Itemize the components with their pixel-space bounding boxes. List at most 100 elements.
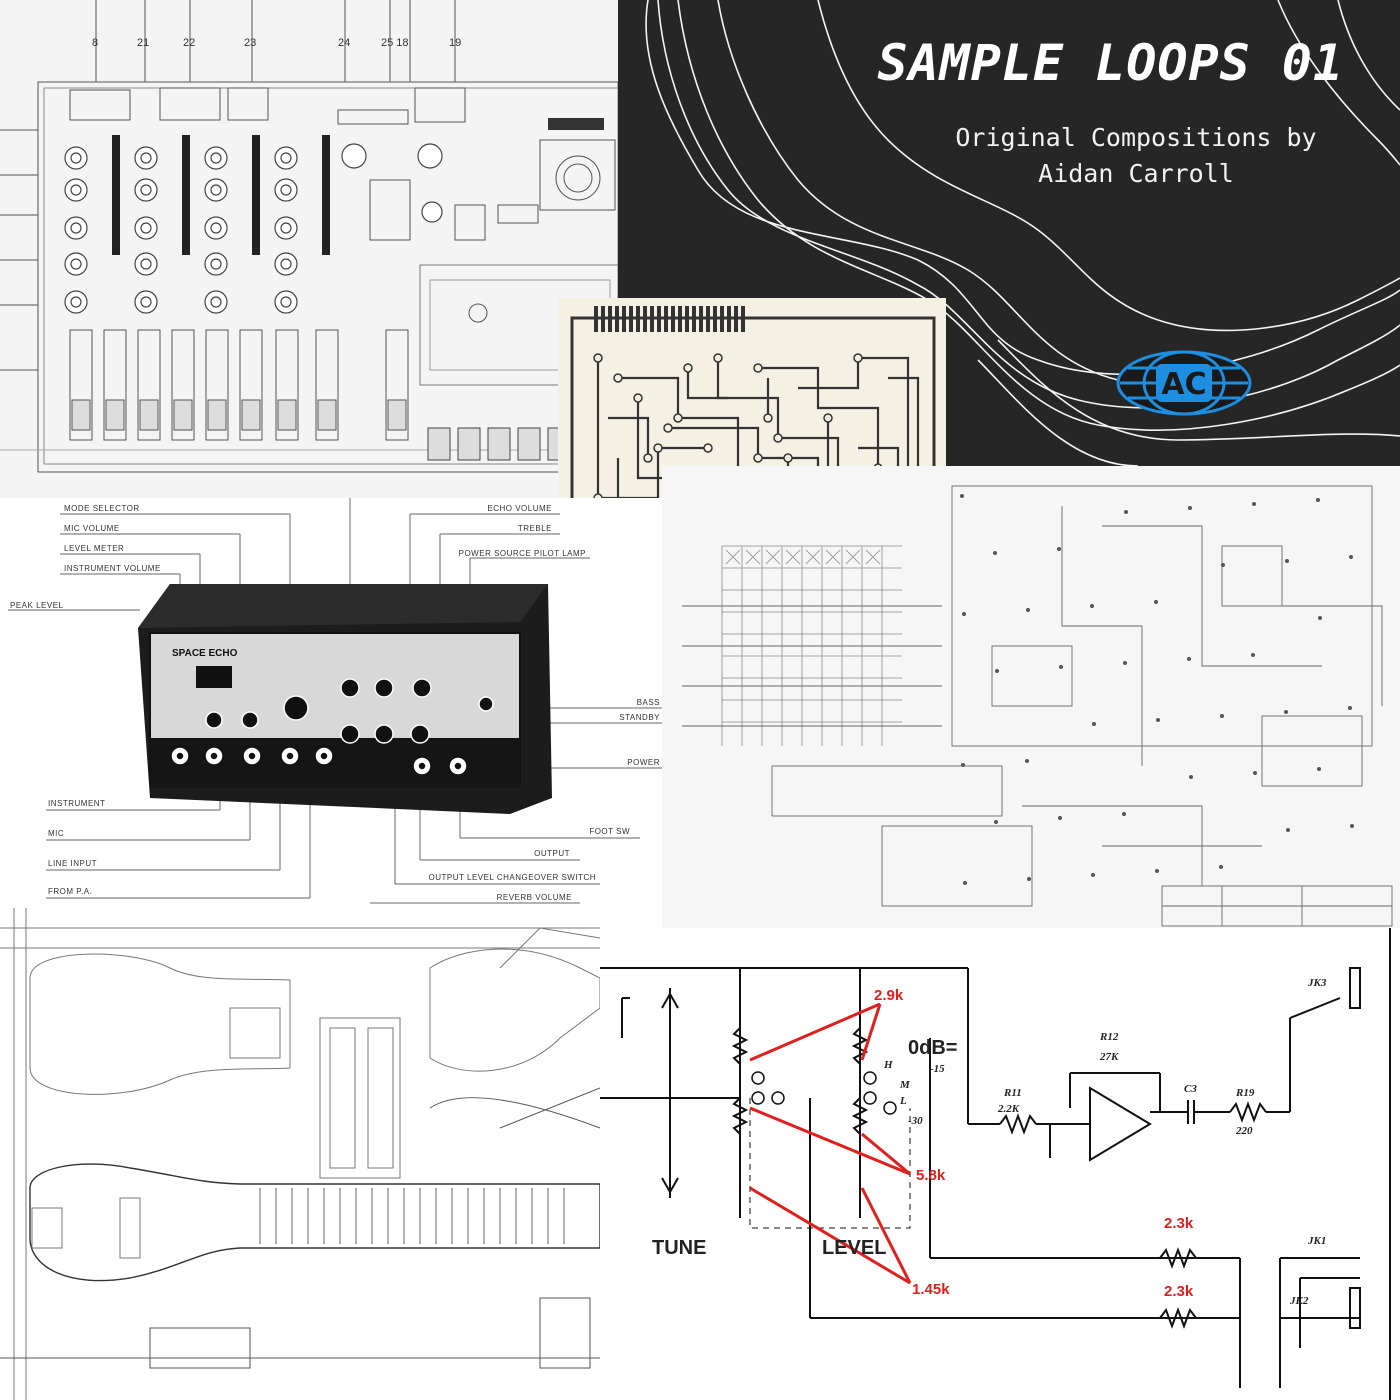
echo-knob (410, 724, 430, 744)
callout-label: OUTPUT (534, 849, 570, 858)
synth-schematic-image (662, 466, 1400, 928)
annotation-value: 1.45k (912, 1281, 950, 1298)
schematic-junction (995, 669, 999, 673)
callout-label: STANDBY (619, 713, 660, 722)
mixer-fader-cap (71, 399, 91, 431)
annotation-value: 2.3k (1164, 1215, 1194, 1232)
mixer-callout-number: 8 (92, 37, 98, 49)
callout-label: POWER (627, 758, 660, 767)
mixer-fader-cap (173, 399, 193, 431)
callout-label: TREBLE (518, 524, 552, 533)
mixer-schematic-image: 8 21 22 23 24 25 18 19 (0, 0, 620, 500)
pcb-edge-finger (685, 306, 689, 332)
component-label: JK2 (1289, 1295, 1309, 1307)
schematic-junction (960, 494, 964, 498)
pcb-edge-finger (671, 306, 675, 332)
schematic-junction (963, 881, 967, 885)
level-label: LEVEL (822, 1237, 886, 1259)
mixer-fader-cap (277, 399, 297, 431)
pcb-edge-finger (713, 306, 717, 332)
schematic-junction (1091, 873, 1095, 877)
pcb-edge-finger (678, 306, 682, 332)
album-title: SAMPLE LOOPS 01 (877, 34, 1344, 92)
schematic-junction (1348, 706, 1352, 710)
mixer-knob-center (210, 258, 222, 270)
component-label: JK3 (1307, 977, 1327, 989)
pcb-edge-finger (699, 306, 703, 332)
schematic-junction (1027, 877, 1031, 881)
mixer-meter-strip (322, 135, 330, 255)
echo-knob (283, 695, 309, 721)
mixer-knob-center (280, 184, 292, 196)
component-label: R12 (1099, 1031, 1119, 1043)
switch-position-l: L (899, 1095, 907, 1107)
schematic-junction (1349, 555, 1353, 559)
schematic-junction (1252, 502, 1256, 506)
echo-jack-hole (247, 751, 257, 761)
schematic-junction (1124, 510, 1128, 514)
mixer-knob-center (210, 184, 222, 196)
callout-label: LINE INPUT (48, 859, 97, 868)
mixer-fader-track (239, 329, 263, 441)
schematic-junction (1156, 718, 1160, 722)
echo-knob (340, 678, 360, 698)
schematic-junction (1092, 722, 1096, 726)
pcb-edge-finger (608, 306, 612, 332)
schematic-diode (765, 549, 781, 565)
schematic-junction (1219, 865, 1223, 869)
mixer-knob (417, 143, 443, 169)
schematic-junction (1090, 604, 1094, 608)
callout-label: MIC (48, 829, 64, 838)
component-label: JK1 (1307, 1235, 1326, 1247)
callout-label: OUTPUT LEVEL CHANGEOVER SWITCH (429, 873, 596, 882)
schematic-junction (1059, 665, 1063, 669)
component-label: C3 (1184, 1083, 1197, 1095)
pcb-solder-pad (763, 413, 773, 423)
schematic-diode (725, 549, 741, 565)
bass-guitar-blueprint (0, 908, 600, 1400)
mixer-knob-center (140, 222, 152, 234)
pcb-solder-pad (683, 363, 693, 373)
callout-label: PEAK LEVEL (10, 601, 64, 610)
callout-label: ECHO VOLUME (487, 504, 552, 513)
pcb-solder-pad (633, 393, 643, 403)
mixer-fader-cap (207, 399, 227, 431)
pcb-solder-pad (853, 353, 863, 363)
mixer-callout-number: 25 18 (381, 37, 409, 49)
echo-knob (340, 724, 360, 744)
echo-jack-hole (417, 761, 427, 771)
mixer-knob-center (70, 296, 82, 308)
mixer-callout-number: 22 (183, 37, 195, 49)
mixer-fader-track (275, 329, 299, 441)
switch-position-m: M (899, 1079, 911, 1091)
attenuation-label: -30 (908, 1115, 923, 1127)
mixer-knob-center (280, 222, 292, 234)
pcb-edge-finger (720, 306, 724, 332)
component-label: R19 (1235, 1087, 1255, 1099)
schematic-diode (785, 549, 801, 565)
schematic-junction (1057, 547, 1061, 551)
schematic-junction (1058, 816, 1062, 820)
pcb-edge-finger (741, 306, 745, 332)
component-label: R11 (1003, 1087, 1022, 1099)
schematic-junction (1025, 759, 1029, 763)
pcb-edge-finger (594, 306, 598, 332)
pcb-edge-finger (643, 306, 647, 332)
pcb-solder-pad (823, 413, 833, 423)
mixer-knob-center (70, 152, 82, 164)
schematic-junction (1189, 775, 1193, 779)
schematic-junction (1350, 824, 1354, 828)
echo-jack-hole (319, 751, 329, 761)
mixer-fader-track (103, 329, 127, 441)
pcb-edge-finger (622, 306, 626, 332)
callout-label: FOOT SW (589, 827, 630, 836)
annotation-value: 2.9k (874, 987, 904, 1004)
echo-knob (205, 711, 223, 729)
mixer-knob-center (210, 296, 222, 308)
pcb-edge-finger (657, 306, 661, 332)
component-label: 2.2K (997, 1103, 1020, 1115)
callout-label: REVERB VOLUME (497, 893, 572, 902)
pcb-solder-pad (783, 453, 793, 463)
schematic-junction (1253, 771, 1257, 775)
mixer-meter-strip (112, 135, 120, 255)
